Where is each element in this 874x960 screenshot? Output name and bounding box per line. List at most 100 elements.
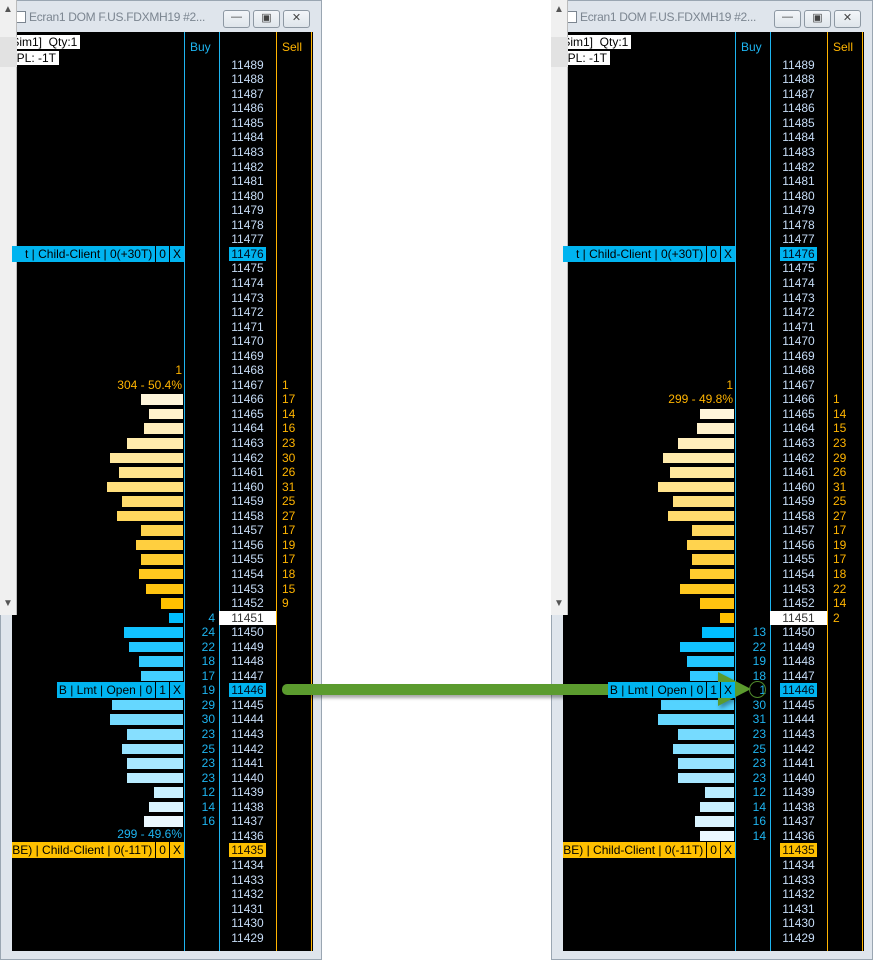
price-row[interactable]: 11485 — [563, 116, 864, 131]
price-row[interactable]: 11481 — [12, 174, 313, 189]
price-row[interactable]: 2 11451 — [563, 610, 864, 626]
price-row[interactable]: 11475 — [563, 261, 864, 276]
price-cell[interactable]: 11454 — [770, 567, 827, 582]
price-cell[interactable]: 11456 — [770, 538, 827, 553]
price-row[interactable]: 11435 — [12, 843, 313, 858]
price-cell[interactable]: 11477 — [219, 232, 276, 247]
price-row[interactable]: 11434 — [563, 858, 864, 873]
price-row[interactable]: 11478 — [563, 218, 864, 233]
price-cell[interactable]: 11447 — [219, 669, 276, 684]
price-row[interactable]: 11434 — [12, 858, 313, 873]
price-row[interactable]: 11487 — [563, 87, 864, 102]
cancel-order-button[interactable]: X — [168, 682, 184, 699]
price-row[interactable]: 11472 — [12, 305, 313, 320]
price-cell[interactable]: 11459 — [219, 494, 276, 509]
price-cell[interactable]: 11444 — [770, 712, 827, 727]
price-cell[interactable]: 11483 — [770, 145, 827, 160]
ask-quantity[interactable]: 25 — [833, 494, 847, 509]
ask-quantity[interactable]: 19 — [282, 537, 296, 552]
sell-column-header[interactable]: Sell — [282, 40, 303, 54]
bid-quantity[interactable]: 30 — [201, 712, 215, 727]
price-row[interactable]: 11468 — [12, 363, 313, 378]
price-cell[interactable]: 11458 — [770, 509, 827, 524]
ask-quantity[interactable]: 15 — [833, 421, 847, 436]
price-cell[interactable]: 11479 — [770, 203, 827, 218]
price-cell[interactable]: 11480 — [770, 189, 827, 204]
price-cell[interactable]: 11448 — [770, 654, 827, 669]
buy-column-header[interactable]: Buy — [741, 40, 762, 54]
price-cell[interactable]: 11451 — [770, 610, 827, 626]
order-quantity[interactable]: 0 — [706, 842, 720, 859]
ask-quantity[interactable]: 16 — [282, 421, 296, 436]
ask-quantity[interactable]: 15 — [282, 581, 296, 596]
price-cell[interactable]: 11450 — [219, 625, 276, 640]
price-cell[interactable]: 11469 — [770, 349, 827, 364]
price-cell[interactable]: 11443 — [219, 727, 276, 742]
price-row[interactable]: 11470 — [12, 334, 313, 349]
price-cell[interactable]: 11435 — [219, 843, 276, 858]
title-bar[interactable]: Ecran1 DOM F.US.FDXMH19 #2...—▣✕ — [552, 1, 872, 32]
price-cell[interactable]: 11466 — [219, 392, 276, 407]
price-cell[interactable]: 11466 — [770, 392, 827, 407]
price-cell[interactable]: 11476 — [219, 246, 276, 262]
price-cell[interactable]: 11457 — [770, 523, 827, 538]
price-cell[interactable]: 11464 — [219, 421, 276, 436]
price-cell[interactable]: 11447 — [770, 669, 827, 684]
cancel-order-button[interactable]: X — [168, 842, 184, 859]
price-row[interactable]: 11469 — [563, 349, 864, 364]
price-cell[interactable]: 11477 — [770, 232, 827, 247]
price-cell[interactable]: 11457 — [219, 523, 276, 538]
price-cell[interactable]: 11463 — [770, 436, 827, 451]
price-cell[interactable]: 11432 — [770, 887, 827, 902]
price-row[interactable]: 11432 — [12, 887, 313, 902]
price-cell[interactable]: 11450 — [770, 625, 827, 640]
bid-quantity[interactable]: 12 — [201, 785, 215, 800]
price-cell[interactable]: 11487 — [219, 87, 276, 102]
price-cell[interactable]: 11475 — [219, 261, 276, 276]
ask-quantity[interactable]: 2 — [833, 610, 840, 625]
price-cell[interactable]: 11464 — [770, 421, 827, 436]
background-window-scrollbar[interactable]: ▲▼ — [551, 0, 568, 615]
price-cell[interactable]: 11481 — [219, 174, 276, 189]
price-row[interactable]: 11474 — [12, 276, 313, 291]
price-row[interactable]: 11482 — [12, 160, 313, 175]
price-cell[interactable]: 11480 — [219, 189, 276, 204]
price-cell[interactable]: 11487 — [770, 87, 827, 102]
price-row[interactable]: 11489 — [12, 58, 313, 73]
cancel-order-button[interactable]: X — [719, 682, 735, 699]
price-cell[interactable]: 11452 — [219, 596, 276, 611]
price-cell[interactable]: 11448 — [219, 654, 276, 669]
price-cell[interactable]: 11431 — [219, 902, 276, 917]
ask-quantity[interactable]: 26 — [282, 465, 296, 480]
bid-quantity[interactable]: 16 — [752, 814, 766, 829]
price-row[interactable]: 11482 — [563, 160, 864, 175]
price-cell[interactable]: 11463 — [219, 436, 276, 451]
price-row[interactable]: 11488 — [12, 72, 313, 87]
ask-quantity[interactable]: 1 — [282, 377, 289, 392]
